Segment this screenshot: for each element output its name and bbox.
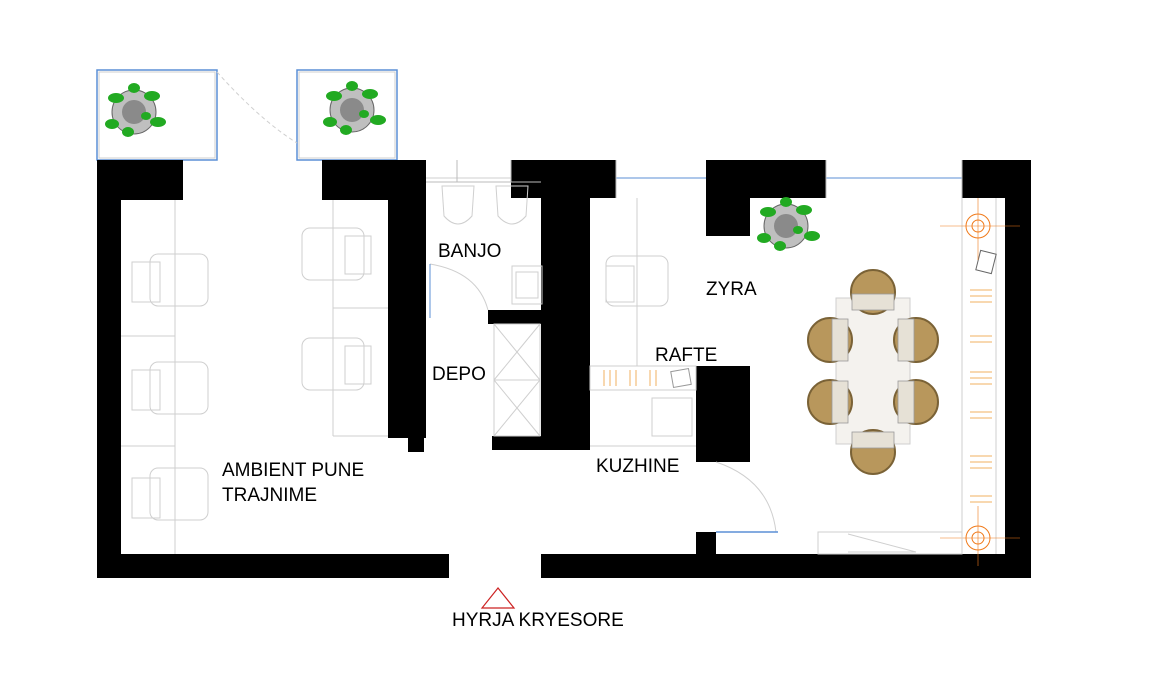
label-rafte: RAFTE [655, 345, 718, 366]
label-kuzhine: KUZHINE [596, 456, 680, 477]
chair-icon [807, 269, 939, 475]
label-ambient-line2: TRAJNIME [222, 485, 317, 506]
label-entrance: HYRJA KRYESORE [452, 610, 624, 631]
kitchen-door [715, 461, 778, 533]
sink-icon [511, 265, 543, 305]
label-depo: DEPO [432, 364, 486, 385]
desks-left [121, 200, 388, 554]
label-ambient-line1: AMBIENT PUNE [222, 460, 365, 481]
kitchen-counter [590, 397, 696, 447]
desks-zyra [605, 198, 669, 366]
walls [97, 160, 1031, 578]
toilet-icon [441, 185, 529, 225]
cabinet-bottom [817, 531, 963, 555]
label-banjo: BANJO [438, 241, 502, 262]
column-marker-icon [940, 198, 1020, 566]
banjo-door [429, 263, 489, 318]
depo-shelves [493, 323, 541, 437]
rafte-shelf [589, 365, 697, 391]
plant-icon [105, 81, 820, 251]
meeting-table [807, 269, 939, 475]
bookshelf-right [961, 198, 997, 554]
entry-door-swing-outer [216, 71, 298, 144]
label-zyra: ZYRA [706, 279, 757, 300]
entrance-triangle-icon [480, 587, 516, 609]
